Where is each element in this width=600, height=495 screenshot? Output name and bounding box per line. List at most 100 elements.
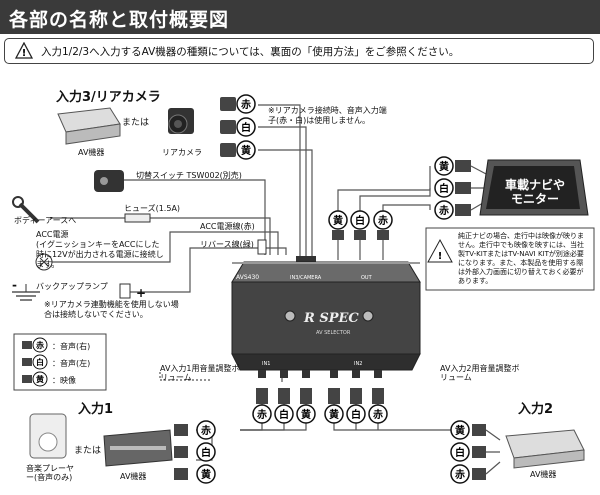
- rca-label: 黄: [333, 214, 343, 227]
- input1-av-device: [103, 429, 173, 467]
- input2-source-connectors: 黄 白 赤: [450, 420, 501, 484]
- legend-white-swatch: 白: [36, 357, 44, 367]
- reverse-wire-label: リバース線(緑): [200, 240, 254, 249]
- rca-label: 赤: [241, 98, 251, 111]
- rca-white-in2[interactable]: 白: [346, 388, 366, 424]
- rca-label: 白: [241, 121, 251, 134]
- monitor-note: 純正ナビの場合、走行中は映像が映りません。走行中でも映像を映すには、当社製TV-…: [458, 232, 584, 285]
- rca-white-in3[interactable]: 白: [220, 117, 256, 137]
- rca-label: 黄: [241, 144, 251, 157]
- input3-av-label: AV機器: [78, 148, 105, 157]
- rca-yellow-src1[interactable]: 黄: [174, 464, 216, 484]
- svg-text:!: !: [22, 48, 27, 59]
- backup-lamp-label: バックアップランプ: [36, 282, 108, 291]
- rca-red-out[interactable]: 赤: [373, 210, 393, 240]
- volume-knob-1[interactable]: [284, 310, 296, 322]
- title-bar: 各部の名称と取付概要図: [0, 0, 600, 34]
- volume-knob-2[interactable]: [362, 310, 374, 322]
- rear-camera: [168, 108, 194, 134]
- rca-label: 白: [201, 446, 211, 459]
- notice-text: 入力1/2/3へ入力するAV機器の種類については、裏面の「使用方法」をご参照くだ…: [41, 46, 460, 58]
- out-label: OUT: [361, 275, 373, 281]
- rca-label: 白: [351, 408, 361, 421]
- fuse-icon: [124, 213, 151, 223]
- legend: 赤 白 黄: [13, 333, 107, 391]
- brand-sub: AV SELECTOR: [316, 330, 351, 336]
- rca-yellow-monitor[interactable]: 黄: [434, 156, 471, 176]
- legend-yellow-swatch: 黄: [36, 374, 44, 384]
- music-player: [29, 413, 67, 459]
- rca-label: 赤: [439, 204, 449, 217]
- rca-label: 白: [455, 446, 465, 459]
- monitor-connectors: 黄 白 赤: [434, 156, 489, 220]
- rca-white-src2[interactable]: 白: [450, 442, 486, 462]
- rca-label: 黄: [301, 408, 311, 421]
- input3-connectors: 赤 白 黄: [220, 94, 256, 160]
- notice-box: ! 入力1/2/3へ入力するAV機器の種類については、裏面の「使用方法」をご参照…: [4, 38, 594, 64]
- rca-red-in1[interactable]: 赤: [252, 388, 272, 424]
- rca-label: 赤: [378, 214, 388, 227]
- input1-heading: 入力1: [78, 402, 114, 417]
- fuse-label: ヒューズ(1.5A): [124, 204, 181, 213]
- rca-label: 黄: [201, 468, 211, 481]
- input3-note: ※リアカメラ接続時、音声入力端子(赤・白)は使用しません。: [268, 106, 387, 125]
- rca-label: 赤: [201, 424, 211, 437]
- input3-heading: 入力3/リアカメラ: [56, 90, 161, 105]
- backup-note: ※リアカメラ連動機能を使用しない場合は接続しないでください。: [44, 300, 179, 319]
- ground-symbol: [12, 284, 40, 301]
- body-earth-label: ボディーアースへ: [14, 216, 77, 225]
- rca-label: 黄: [455, 424, 465, 437]
- in2-label: IN2: [354, 361, 362, 367]
- rca-red-in3[interactable]: 赤: [220, 94, 256, 114]
- rca-label: 赤: [373, 408, 383, 421]
- in1-label: IN1: [262, 361, 270, 367]
- rca-white-out[interactable]: 白: [350, 210, 370, 240]
- acc-wire-label: ACC電源線(赤): [200, 222, 255, 231]
- input1-av-label: AV機器: [120, 472, 147, 481]
- in1-connectors: 赤 白 黄: [252, 388, 316, 424]
- rca-white-in1[interactable]: 白: [274, 388, 294, 424]
- legend-white-text: ：音声(左): [52, 359, 91, 368]
- rca-red-src1[interactable]: 赤: [174, 420, 216, 440]
- input3-or: または: [122, 118, 150, 128]
- input3-av-device: [57, 107, 121, 145]
- minus-sign: -: [12, 278, 17, 292]
- brand-logo: R SPEC: [303, 311, 359, 326]
- monitor-label: 車載ナビやモニター: [504, 178, 565, 206]
- rca-yellow-in2[interactable]: 黄: [324, 388, 344, 424]
- input1-player-label: 音楽プレーヤー(音声のみ): [26, 464, 74, 482]
- input2-av-label: AV機器: [530, 470, 557, 479]
- rca-yellow-out[interactable]: 黄: [328, 210, 348, 240]
- vol2-label: AV入力2用音量調整ボリューム: [440, 364, 520, 382]
- av-selector-device: AVS430 IN3/CAMERA OUT R SPEC AV SELECTOR…: [231, 256, 421, 378]
- rca-yellow-src2[interactable]: 黄: [450, 420, 486, 440]
- rca-label: 白: [439, 182, 449, 195]
- in3-label: IN3/CAMERA: [290, 275, 322, 281]
- acc-power-label: ACC電源: [36, 230, 69, 239]
- rca-white-monitor[interactable]: 白: [434, 178, 471, 198]
- rca-label: 赤: [257, 408, 267, 421]
- rca-red-src2[interactable]: 赤: [450, 464, 486, 484]
- rca-yellow-in1[interactable]: 黄: [296, 388, 316, 424]
- acc-note: (イグニッションキーをACCにした時に12Vが出力される電源に接続します。: [36, 240, 164, 269]
- rca-red-monitor[interactable]: 赤: [434, 200, 471, 220]
- rca-yellow-in3[interactable]: 黄: [220, 140, 256, 160]
- monitor-note-box: !: [425, 227, 595, 291]
- output-connectors: 黄 白 赤: [328, 210, 393, 240]
- monitor-unit: [479, 159, 589, 216]
- rca-label: 赤: [455, 468, 465, 481]
- input1-source-connectors: 赤 白 黄: [174, 420, 216, 484]
- lamp-icon: [35, 253, 53, 271]
- input2-heading: 入力2: [518, 402, 554, 417]
- plus-sign: +: [136, 286, 147, 300]
- input1-or: または: [74, 446, 102, 456]
- switch-label: 切替スイッチ TSW002(別売): [136, 171, 242, 180]
- rca-white-src1[interactable]: 白: [174, 442, 216, 462]
- model-label: AVS430: [236, 274, 259, 281]
- wrench-icon: [12, 196, 40, 224]
- legend-red-swatch: 赤: [36, 340, 44, 350]
- rca-red-in2[interactable]: 赤: [368, 388, 388, 424]
- switch-tsw002[interactable]: [94, 170, 124, 192]
- svg-text:!: !: [438, 251, 443, 262]
